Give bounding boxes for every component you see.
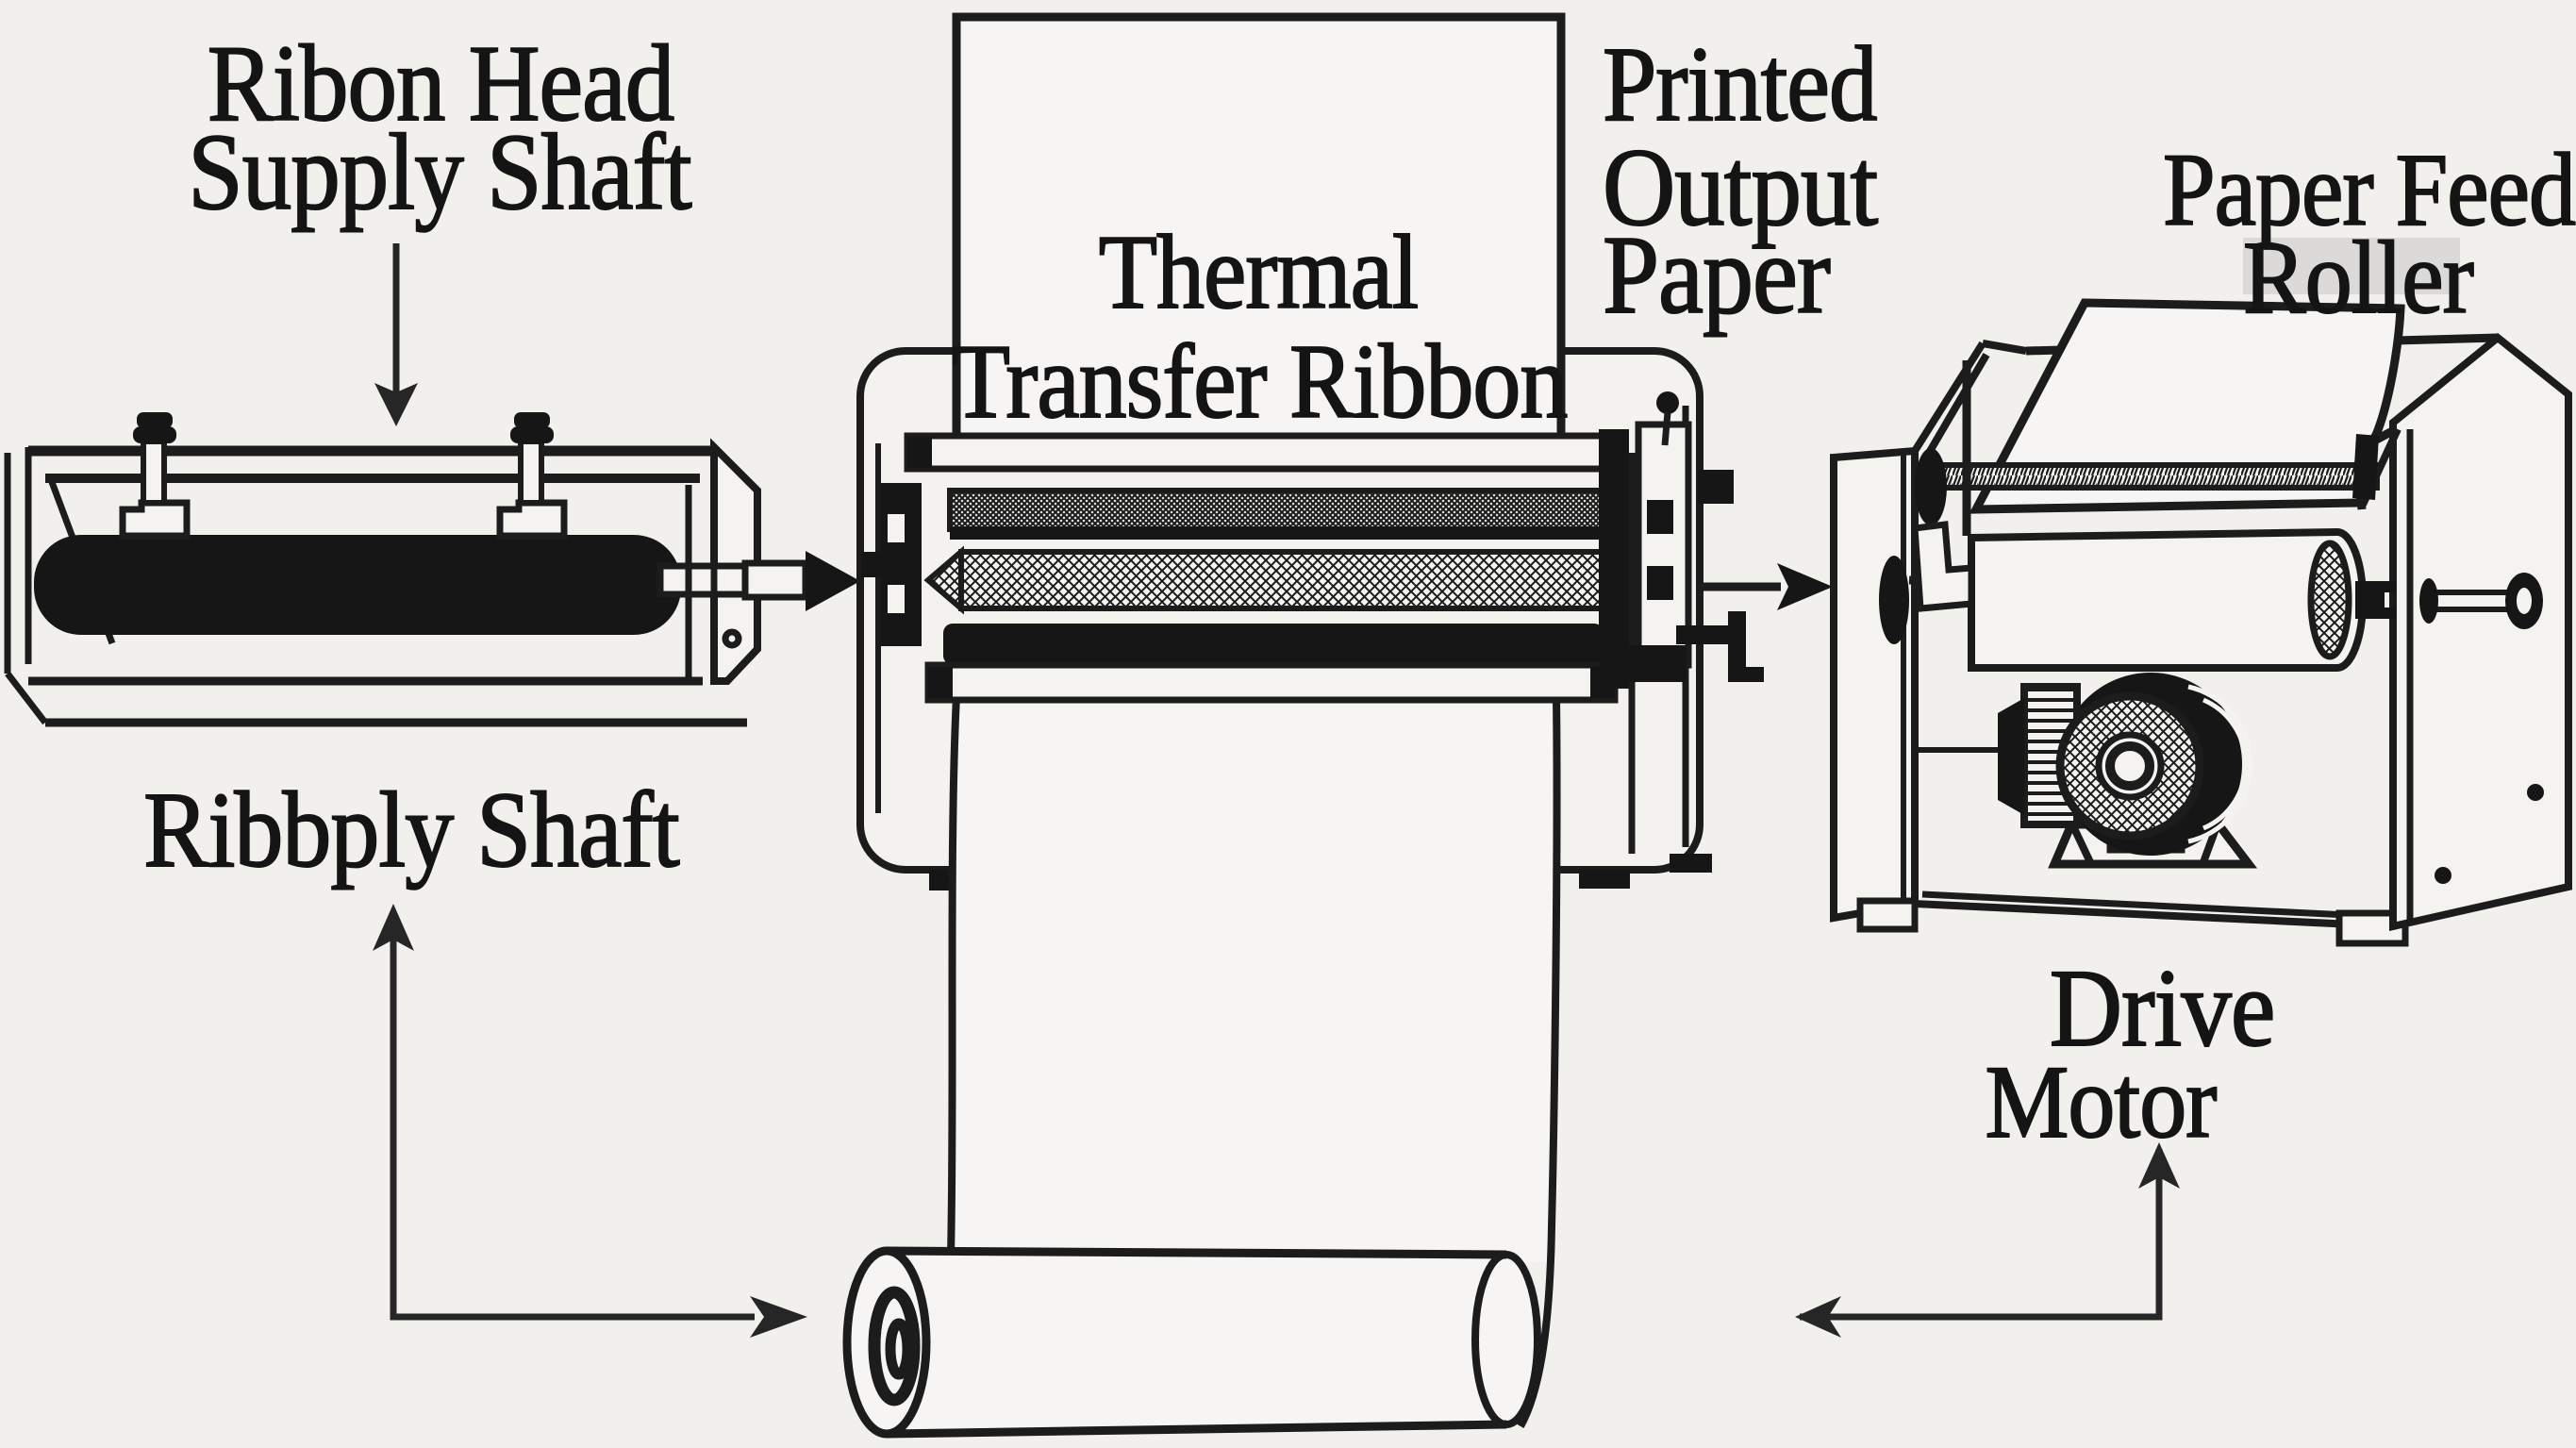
svg-text:Paper: Paper xyxy=(1603,212,1830,337)
svg-text:Roller: Roller xyxy=(2243,220,2474,335)
svg-text:Transfer Ribbon: Transfer Ribbon xyxy=(952,324,1568,441)
svg-text:Output: Output xyxy=(1603,126,1878,249)
svg-text:Ribon Head: Ribon Head xyxy=(208,23,673,143)
svg-text:Ribbply Shaft: Ribbply Shaft xyxy=(143,770,679,890)
svg-text:Supply Shaft: Supply Shaft xyxy=(188,111,692,232)
svg-text:Paper Feed: Paper Feed xyxy=(2163,132,2576,247)
svg-text:Drive: Drive xyxy=(2050,947,2275,1070)
svg-text:Thermal: Thermal xyxy=(1099,214,1419,332)
svg-text:Motor: Motor xyxy=(1986,1044,2218,1159)
svg-text:Printed: Printed xyxy=(1603,26,1877,144)
